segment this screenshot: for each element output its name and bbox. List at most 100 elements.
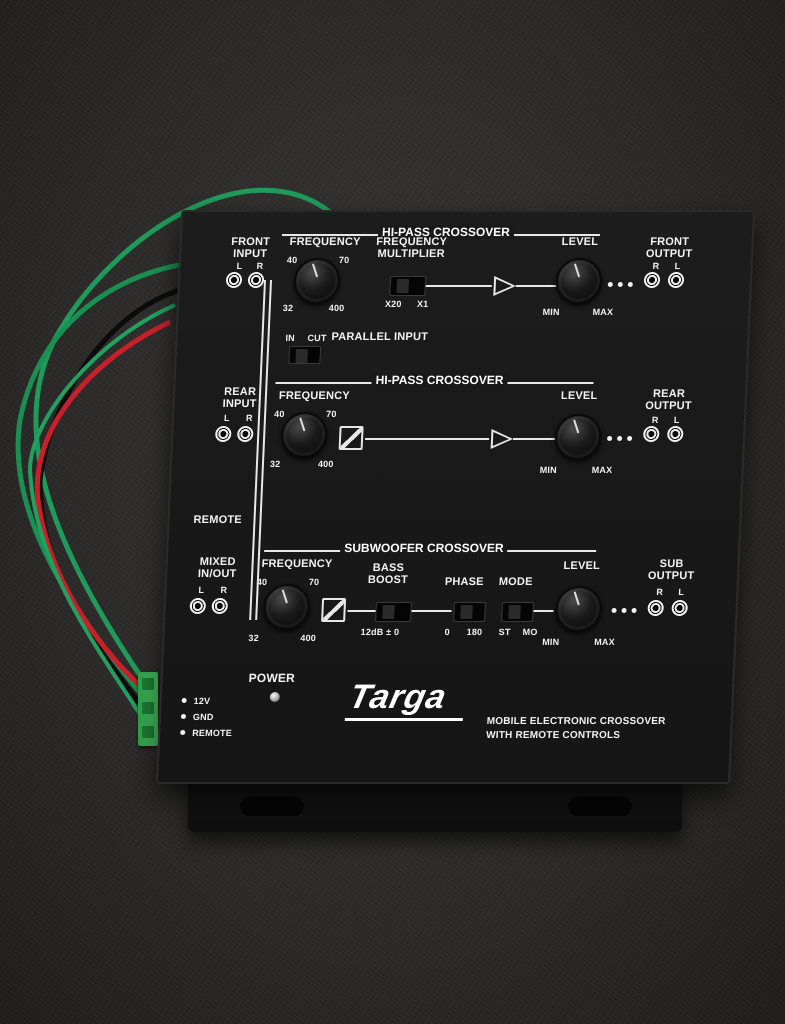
front-input-r-label: R <box>256 261 264 271</box>
output-dot <box>606 436 613 441</box>
rear-freq-400: 400 <box>317 459 334 469</box>
rear-frequency-knob[interactable] <box>280 412 329 458</box>
rear-freq-40: 40 <box>273 409 285 419</box>
logo-underline <box>344 718 463 721</box>
mode-label: MODE <box>498 576 533 588</box>
output-dot <box>631 608 637 613</box>
signal-path-line <box>365 438 490 440</box>
rear-input-r-jack[interactable] <box>236 426 254 442</box>
output-dot <box>626 436 633 441</box>
front-frequency-label: FREQUENCY <box>289 236 361 248</box>
parallel-input-title: PARALLEL INPUT <box>331 331 429 343</box>
rear-slope-icon <box>338 426 364 450</box>
terminal-bullet <box>181 698 187 703</box>
sub-level-min: MIN <box>541 637 560 647</box>
terminal-screw <box>142 702 154 714</box>
front-input-r-jack[interactable] <box>247 272 265 288</box>
front-freq-32: 32 <box>282 303 294 313</box>
output-dot <box>616 436 623 441</box>
mode-switch[interactable] <box>501 602 534 622</box>
mode-st-label: ST <box>498 627 511 637</box>
front-output-r-jack[interactable] <box>643 272 661 288</box>
sub-frequency-knob[interactable] <box>262 584 311 630</box>
sub-slope-icon <box>321 598 347 622</box>
power-terminal-block <box>138 672 158 746</box>
rear-freq-70: 70 <box>325 409 337 419</box>
front-output-r-label: R <box>652 261 660 271</box>
rear-output-r-jack[interactable] <box>642 426 660 442</box>
front-output-l-jack[interactable] <box>667 272 685 288</box>
bass-boost-switch[interactable] <box>375 602 412 622</box>
terminal-screw <box>142 678 154 690</box>
rear-section-title: HI-PASS CROSSOVER <box>371 373 508 387</box>
front-freq-40: 40 <box>286 255 298 265</box>
parallel-input-switch[interactable] <box>288 346 322 364</box>
mode-mo-label: MO <box>522 627 538 637</box>
mixed-r-jack[interactable] <box>211 598 229 614</box>
phase-switch[interactable] <box>453 602 486 622</box>
parallel-in-label: IN <box>285 333 296 343</box>
rear-amp-symbol <box>490 429 514 449</box>
mount-slot-left <box>240 796 304 816</box>
terminal-remote-label: REMOTE <box>192 728 233 738</box>
rear-level-min: MIN <box>539 465 558 475</box>
frequency-multiplier-switch[interactable] <box>389 276 427 296</box>
sub-input-r-label: R <box>220 585 228 595</box>
front-level-min: MIN <box>542 307 560 317</box>
front-input-l-jack[interactable] <box>225 272 243 288</box>
signal-path-line <box>347 610 378 612</box>
sub-output-l-label: L <box>678 587 685 597</box>
rear-input-l-label: L <box>223 413 230 423</box>
rear-freq-32: 32 <box>269 459 281 469</box>
phase-label: PHASE <box>444 576 484 588</box>
sub-output-l-jack[interactable] <box>671 600 689 616</box>
sub-output-r-label: R <box>656 587 664 597</box>
rear-level-knob[interactable] <box>554 414 603 460</box>
rear-output-r-label: R <box>651 415 659 425</box>
signal-path-line <box>533 610 554 612</box>
description-line-1: MOBILE ELECTRONIC CROSSOVER <box>486 716 666 727</box>
rear-input-r-label: R <box>245 413 253 423</box>
signal-path-line <box>513 438 556 440</box>
front-freq-70: 70 <box>338 255 350 265</box>
terminal-screw <box>142 726 154 738</box>
rear-frequency-label: FREQUENCY <box>278 390 351 402</box>
sub-output-r-jack[interactable] <box>647 600 665 616</box>
terminal-gnd-label: GND <box>192 712 214 722</box>
terminal-bullet <box>180 714 187 719</box>
output-dot <box>621 608 627 613</box>
sub-level-knob[interactable] <box>554 586 603 632</box>
front-frequency-knob[interactable] <box>292 258 341 304</box>
sub-freq-32: 32 <box>248 633 260 643</box>
mixed-l-jack[interactable] <box>189 598 207 614</box>
signal-path-line <box>425 285 492 287</box>
front-output-l-label: L <box>674 261 681 271</box>
sub-frequency-label: FREQUENCY <box>261 558 333 570</box>
front-input-l-label: L <box>236 261 243 271</box>
output-dot <box>611 608 617 613</box>
front-level-knob[interactable] <box>554 258 603 304</box>
rear-output-l-jack[interactable] <box>666 426 684 442</box>
rear-input-l-jack[interactable] <box>214 426 232 442</box>
rear-output-l-label: L <box>673 415 680 425</box>
rear-level-max: MAX <box>591 465 613 475</box>
description-line-2: WITH REMOTE CONTROLS <box>485 730 621 741</box>
front-amp-symbol <box>493 276 517 296</box>
mounting-bracket <box>188 776 682 832</box>
phase-180-label: 180 <box>466 627 483 637</box>
sub-freq-70: 70 <box>308 577 320 587</box>
output-dot <box>617 282 623 287</box>
front-level-max: MAX <box>592 307 614 317</box>
signal-path-line <box>515 285 558 287</box>
signal-path-line <box>411 610 452 612</box>
phase-0-label: 0 <box>444 627 451 637</box>
